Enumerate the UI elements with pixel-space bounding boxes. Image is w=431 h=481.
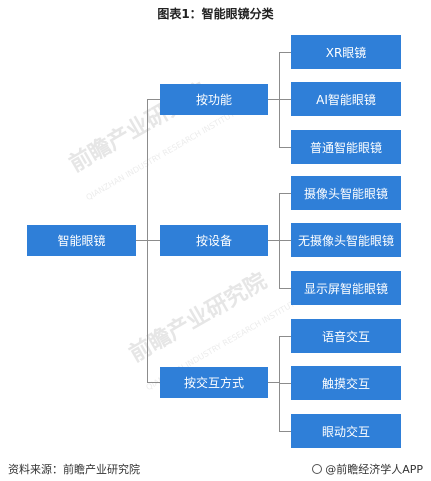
connector-line — [279, 52, 291, 53]
connector-line — [279, 193, 280, 289]
connector-line — [279, 193, 291, 194]
connector-line — [279, 336, 291, 337]
connector-line — [147, 240, 160, 241]
connector-line — [279, 52, 280, 148]
connector-line — [268, 240, 280, 241]
leaf-node: 显示屏智能眼镜 — [291, 271, 401, 305]
connector-line — [279, 336, 280, 432]
connector-line — [147, 99, 160, 100]
brand-label: @前瞻经济学人APP — [325, 463, 423, 476]
connector-line — [279, 383, 291, 384]
leaf-node: 无摄像头智能眼镜 — [291, 223, 401, 257]
leaf-node: XR眼镜 — [291, 35, 401, 69]
leaf-node: 触摸交互 — [291, 366, 401, 400]
brand-logo-icon — [312, 464, 323, 474]
category-node-function: 按功能 — [160, 84, 268, 115]
connector-line — [279, 431, 291, 432]
leaf-node: 语音交互 — [291, 319, 401, 353]
connector-line — [279, 288, 291, 289]
watermark-sub: QIANZHAN INDUSTRY RESEARCH INSTITUTE — [84, 106, 241, 203]
connector-line — [279, 147, 291, 148]
category-node-device: 按设备 — [160, 225, 268, 256]
connector-line — [136, 240, 148, 241]
connector-line — [279, 240, 291, 241]
brand-credit: @前瞻经济学人APP — [312, 461, 423, 477]
leaf-node: 摄像头智能眼镜 — [291, 176, 401, 210]
chart-title: 图表1：智能眼镜分类 — [157, 7, 274, 21]
connector-line — [268, 382, 280, 383]
source-note: 资料来源：前瞻产业研究院 — [8, 463, 140, 476]
leaf-node: 普通智能眼镜 — [291, 130, 401, 164]
category-node-interaction: 按交互方式 — [160, 367, 268, 398]
connector-line — [147, 382, 160, 383]
connector-line — [268, 99, 280, 100]
root-node: 智能眼镜 — [27, 225, 136, 256]
leaf-node: AI智能眼镜 — [291, 82, 401, 116]
connector-line — [279, 99, 291, 100]
leaf-node: 眼动交互 — [291, 414, 401, 448]
watermark: 前瞻产业研究院 — [125, 268, 272, 368]
